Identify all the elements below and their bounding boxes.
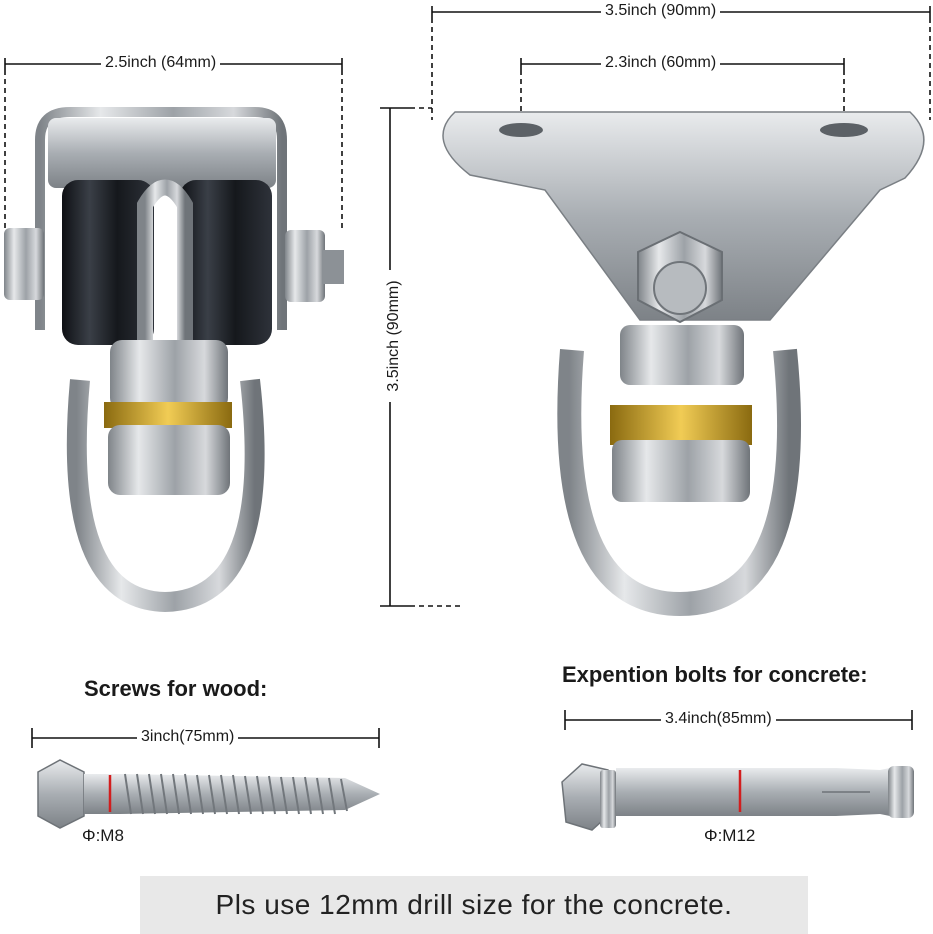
dimension-label-right-width: 3.5inch (90mm): [601, 2, 721, 20]
dimension-label-screw-length: 3inch(75mm): [137, 728, 239, 746]
heading-bolts: Expention bolts for concrete:: [562, 662, 868, 687]
left-swivel-hanger: [4, 107, 344, 613]
dimension-label-bolt-length: 3.4inch(85mm): [661, 710, 776, 728]
drill-size-banner: Pls use 12mm drill size for the concrete…: [140, 876, 808, 934]
heading-screws: Screws for wood:: [84, 676, 268, 701]
expansion-bolt: [561, 763, 914, 831]
dimension-label-hole-spacing: 2.3inch (60mm): [601, 54, 721, 72]
banner-text: Pls use 12mm drill size for the concrete…: [215, 889, 733, 920]
right-swivel-hanger: [442, 111, 925, 617]
diameter-label-screw: Φ:M8: [82, 826, 124, 845]
dimension-label-left-width: 2.5inch (64mm): [101, 54, 221, 72]
diameter-label-bolt: Φ:M12: [704, 826, 756, 845]
dimension-lines: [4, 6, 931, 748]
dimension-label-height: 3.5inch (90mm): [385, 270, 403, 402]
wood-screw: [37, 759, 380, 829]
